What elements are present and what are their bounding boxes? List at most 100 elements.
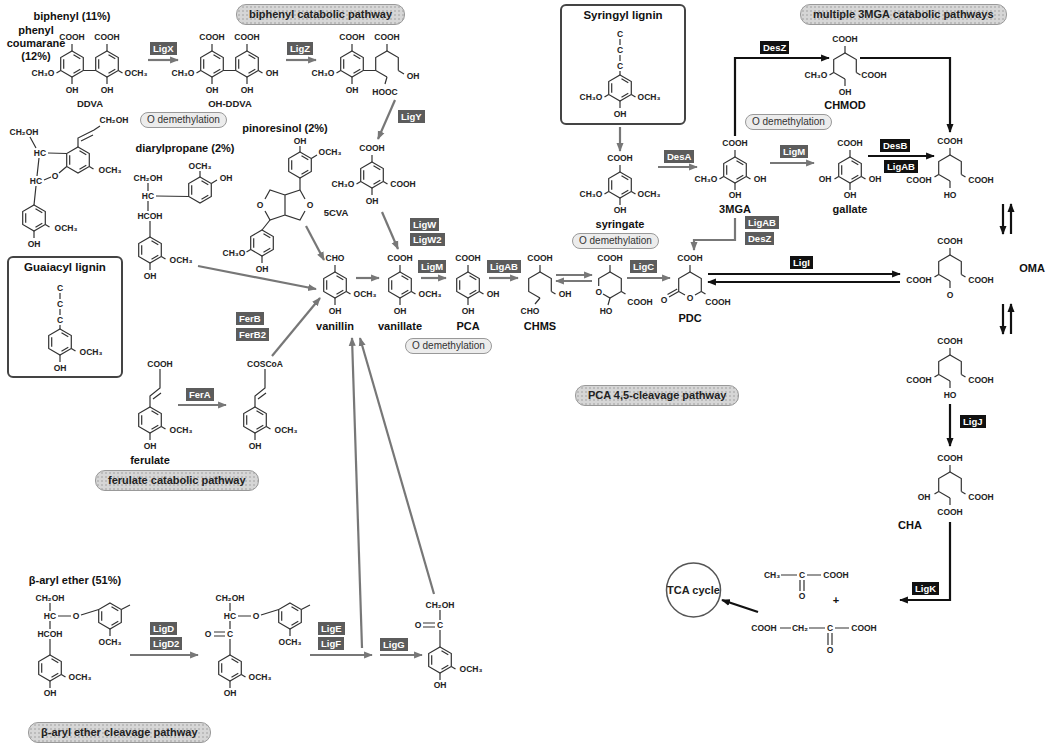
atom-label: O: [661, 296, 668, 305]
drawing-part: [219, 655, 246, 688]
ring-part: [239, 55, 256, 73]
ring-part: [844, 79, 845, 86]
drawing-part: [279, 603, 302, 636]
ring-part: [439, 673, 440, 680]
compound-name: DDVA: [77, 99, 103, 109]
ring-part: [192, 181, 209, 199]
atom-label: COOH: [455, 254, 481, 263]
atom-label: OCH₃: [354, 290, 377, 299]
pathway-name: PCA 4,5-cleavage pathway: [588, 389, 726, 401]
ring-part: [33, 231, 34, 238]
tca-circle: TCA cycle: [662, 562, 725, 618]
atom-label: COOH: [837, 139, 863, 148]
ring-part: [254, 433, 255, 440]
enzyme-name: DesB: [883, 140, 907, 151]
atom-label: OH: [256, 265, 269, 274]
atom-label: O: [307, 201, 314, 210]
atom-label: OH: [869, 175, 882, 184]
drawn-line: [421, 277, 446, 279]
ring-part: [341, 51, 364, 77]
atom-label: CH₂OH: [134, 174, 163, 183]
atom-label: C: [57, 300, 63, 309]
drawing-part: [605, 75, 636, 108]
enzyme-box: LigD: [150, 622, 177, 635]
atom-label: COOH: [937, 508, 963, 517]
enzyme-box: LigZ: [287, 42, 313, 55]
compound-name: +: [833, 595, 839, 606]
atom-label: OH: [220, 174, 233, 183]
ring-part: [161, 257, 165, 260]
ring-part: [949, 465, 950, 472]
ring-part: [720, 177, 724, 180]
atom-label: OH: [249, 442, 262, 451]
ring-part: [551, 292, 555, 295]
drawing-part: [690, 265, 706, 294]
ring-part: [619, 198, 620, 205]
enzyme-box: LigM: [418, 260, 446, 273]
ring-part: [849, 183, 850, 190]
atom-label: CH₃O: [312, 69, 335, 78]
lignin-unit-name: Guaiacyl lignin: [9, 261, 121, 273]
drawing-part: [96, 44, 123, 84]
atom-label: HC: [30, 177, 42, 186]
ring-part: [189, 177, 212, 203]
ring-part: [106, 44, 107, 51]
ring-part: [734, 183, 735, 190]
ring-part: [399, 265, 400, 272]
ring-part: [724, 157, 747, 183]
ring-part: [631, 95, 635, 98]
ring-part: [102, 607, 119, 625]
enzyme-box: LigG: [380, 638, 408, 651]
drawing-part: [57, 44, 84, 84]
drawn-line: [900, 522, 950, 600]
ring-part: [106, 77, 107, 84]
ring-part: [211, 44, 212, 51]
ring-part: [411, 292, 415, 295]
atom-label: COOH: [968, 176, 994, 185]
atom-label: O: [415, 621, 422, 630]
atom-label: HC: [34, 149, 46, 158]
atom-label: OH: [614, 206, 627, 215]
ring-part: [467, 265, 468, 272]
ring-part: [204, 55, 221, 73]
pathway-name: ferulate catabolic pathway: [108, 474, 246, 486]
ring-part: [961, 375, 965, 378]
lignin-unit-name: Syringyl lignin: [562, 9, 684, 21]
compound-name: vanillate: [378, 321, 422, 332]
ring-part: [364, 166, 381, 184]
ring-part: [39, 655, 62, 681]
ring-part: [67, 147, 90, 173]
demethylation-tag: O demethylation: [405, 338, 492, 354]
atom-label: OH: [144, 442, 157, 451]
enzyme-box: LigAB: [487, 260, 521, 273]
ring-part: [949, 348, 950, 355]
atom-label: OCH₃: [69, 673, 92, 682]
ring-part: [64, 55, 81, 73]
ring-part: [289, 629, 290, 636]
enzyme-name: LigW2: [413, 234, 442, 245]
compound-name: PDC: [678, 313, 701, 324]
atom-label: O: [595, 287, 602, 296]
atom-label: HO: [600, 307, 613, 316]
ring-part: [324, 272, 347, 298]
enzyme-name: LigC: [633, 261, 654, 272]
ring-part: [612, 176, 629, 194]
ring-part: [52, 333, 69, 351]
atom-label: OH: [54, 364, 67, 373]
ring-part: [619, 101, 620, 108]
drawn-line: [262, 146, 317, 230]
atom-label: COOH: [823, 571, 849, 580]
atom-label: O: [253, 612, 260, 621]
ring-part: [605, 192, 609, 195]
atom-label: COOH: [968, 376, 994, 385]
reaction-tag: O demethylation: [752, 116, 825, 127]
drawn-line: [658, 166, 697, 168]
ring-part: [949, 148, 950, 155]
atom-label: COOH: [627, 298, 653, 307]
atom-label: O: [827, 646, 834, 655]
atom-label: HC: [44, 612, 56, 621]
ring-part: [746, 177, 750, 180]
ring-part: [282, 607, 299, 625]
ring-part: [689, 265, 690, 272]
atom-label: O: [799, 592, 806, 601]
